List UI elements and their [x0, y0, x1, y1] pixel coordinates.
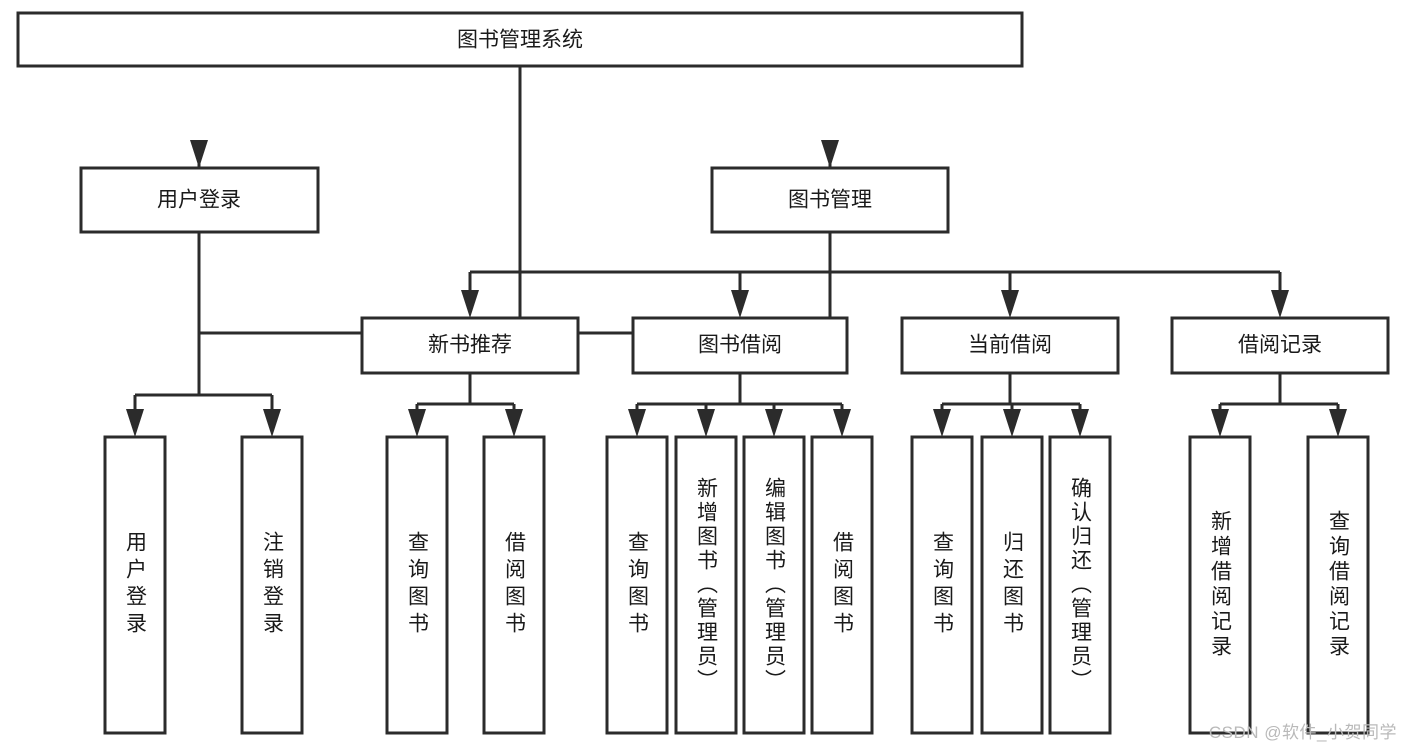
leaf-confirm-return-admin-box[interactable]: [1048, 435, 1112, 735]
node-root-label: 图书管理系统: [457, 29, 583, 52]
leaf-borrow-book-1-box[interactable]: [482, 435, 546, 735]
node-current-borrow[interactable]: 当前借阅: [900, 316, 1120, 375]
leaf-boxes: [103, 435, 1370, 735]
node-root[interactable]: 图书管理系统: [16, 11, 1024, 68]
arrow-head-current-borrow: [1001, 290, 1019, 318]
leaf-edit-book-admin-box[interactable]: [742, 435, 806, 735]
node-book-management-label: 图书管理: [788, 189, 872, 212]
node-book-borrow-label: 图书借阅: [698, 334, 782, 357]
arrow-head-book-management: [821, 140, 839, 168]
node-borrow-records-label: 借阅记录: [1238, 334, 1322, 357]
arrow-head-leaf-user-logout: [263, 409, 281, 437]
node-current-borrow-box[interactable]: [900, 316, 1120, 375]
arrow-head-leaf-query-book-1: [408, 409, 426, 437]
csdn-watermark: CSDN @软件_小贺同学: [1208, 723, 1397, 742]
connector-group-current-borrow: [933, 373, 1089, 437]
connector-group-book-management: [461, 232, 1289, 318]
leaf-query-book-2-box[interactable]: [605, 435, 669, 735]
arrow-head-leaf-confirm-return-admin: [1071, 409, 1089, 437]
node-new-book-recommend-box[interactable]: [360, 316, 580, 375]
connector-group-new-book-recommend: [408, 373, 523, 437]
arrow-head-leaf-borrow-book-2: [833, 409, 851, 437]
node-book-management[interactable]: 图书管理: [710, 166, 950, 234]
connector-group-book-borrow: [628, 373, 851, 437]
node-root-box[interactable]: [16, 11, 1024, 68]
node-book-borrow[interactable]: 图书借阅: [631, 316, 849, 375]
node-new-book-recommend[interactable]: 新书推荐: [360, 316, 580, 375]
arrow-head-leaf-add-record: [1211, 409, 1229, 437]
node-book-borrow-box[interactable]: [631, 316, 849, 375]
leaf-user-login-box[interactable]: [103, 435, 167, 735]
node-borrow-records[interactable]: 借阅记录: [1170, 316, 1390, 375]
leaf-query-record-box[interactable]: [1306, 435, 1370, 735]
leaf-add-book-admin-box[interactable]: [674, 435, 738, 735]
node-user-login-box[interactable]: [79, 166, 320, 234]
leaf-query-book-3-box[interactable]: [910, 435, 974, 735]
arrow-head-leaf-query-book-3: [933, 409, 951, 437]
arrow-head-leaf-return-book: [1003, 409, 1021, 437]
arrow-head-leaf-user-login: [126, 409, 144, 437]
node-new-book-recommend-label: 新书推荐: [428, 334, 512, 357]
leaf-return-book-box[interactable]: [980, 435, 1044, 735]
arrow-head-borrow-records: [1271, 290, 1289, 318]
node-user-login[interactable]: 用户登录: [79, 166, 320, 234]
leaf-add-record-box[interactable]: [1188, 435, 1252, 735]
arrow-head-book-borrow: [731, 290, 749, 318]
arrow-head-leaf-borrow-book-1: [505, 409, 523, 437]
leaf-query-book-1-box[interactable]: [385, 435, 449, 735]
node-current-borrow-label: 当前借阅: [968, 334, 1052, 357]
arrow-head-new-book-recommend: [461, 290, 479, 318]
node-user-login-label: 用户登录: [157, 189, 241, 212]
arrow-head-leaf-add-book-admin: [697, 409, 715, 437]
arrow-head-leaf-edit-book-admin: [765, 409, 783, 437]
node-borrow-records-box[interactable]: [1170, 316, 1390, 375]
arrow-head-leaf-query-record: [1329, 409, 1347, 437]
arrow-head-leaf-query-book-2: [628, 409, 646, 437]
leaf-user-logout-box[interactable]: [240, 435, 304, 735]
leaf-borrow-book-2-box[interactable]: [810, 435, 874, 735]
node-book-management-box[interactable]: [710, 166, 950, 234]
connector-group-borrow-records: [1211, 373, 1347, 437]
arrow-head-user-login: [190, 140, 208, 168]
connector-group-user-login: [126, 232, 281, 437]
